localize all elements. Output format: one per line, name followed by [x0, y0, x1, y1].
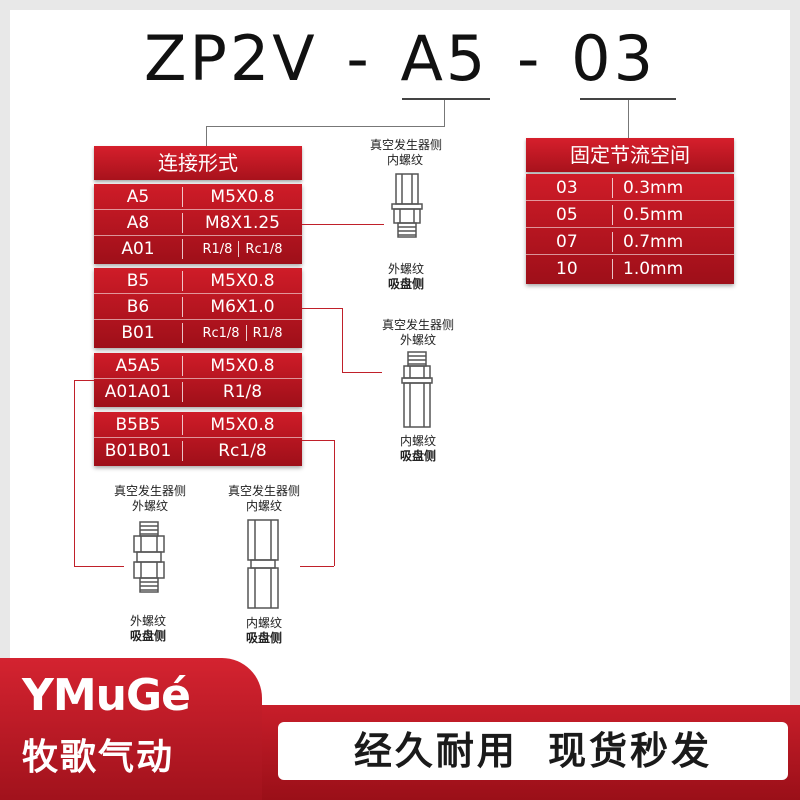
code-cell: B6 [126, 297, 150, 317]
pad-side-label: 外螺纹吸盘侧 [387, 262, 424, 291]
table-row: A5 M5X0.8 [94, 184, 302, 210]
leader-line [74, 566, 124, 567]
thread-cell: M5X0.8 [210, 415, 275, 435]
code-cell: A01 [121, 239, 155, 259]
table-row: B6 M6X1.0 [94, 294, 302, 320]
connection-group-3: A5A5 M5X0.8 A01A01 R1/8 [94, 353, 302, 407]
fitting-icon [133, 521, 165, 593]
model-underline-03 [580, 98, 676, 100]
model-underline-a5 [402, 98, 490, 100]
code-cell: 05 [556, 204, 578, 225]
fitting-icon [247, 519, 279, 609]
thread-cell: Rc1/8 [202, 325, 240, 341]
code-cell: B5 [126, 271, 150, 291]
connection-title: 连接形式 [94, 146, 302, 180]
generator-side-label: 真空发生器侧外螺纹 [113, 484, 186, 513]
connection-group-2: B5 M5X0.8 B6 M6X1.0 B01 Rc1/8 R1/8 [94, 268, 302, 348]
thread-cell: M6X1.0 [210, 297, 275, 317]
connector-line [206, 126, 445, 127]
leader-line [342, 372, 382, 373]
pad-side-label: 内螺纹吸盘侧 [245, 616, 282, 645]
thread-cell: M5X0.8 [210, 271, 275, 291]
table-row: 10 1.0mm [526, 255, 734, 282]
connector-line [206, 126, 207, 148]
connector-line [628, 100, 629, 140]
size-cell: 0.7mm [623, 231, 684, 252]
leader-line [334, 440, 335, 566]
table-row: 05 0.5mm [526, 201, 734, 228]
size-cell: 1.0mm [623, 258, 684, 279]
thread-cell: Rc1/8 [245, 241, 283, 257]
size-cell: 0.3mm [623, 177, 684, 198]
leader-line [74, 380, 94, 381]
pad-side-label: 外螺纹吸盘侧 [129, 614, 166, 643]
thread-cell: R1/8 [222, 382, 263, 402]
leader-line [302, 308, 342, 309]
leader-line [302, 224, 384, 225]
thread-cell: M5X0.8 [210, 356, 275, 376]
fitting-icon [401, 351, 433, 428]
size-cell: 0.5mm [623, 204, 684, 225]
pad-side-label: 内螺纹吸盘侧 [399, 434, 436, 463]
thread-cell: M8X1.25 [205, 213, 280, 233]
thread-cell: Rc1/8 [218, 441, 267, 461]
leader-line [74, 380, 75, 566]
code-cell: A5 [126, 187, 150, 207]
model-number: ZP2V - A5 - 03 [143, 22, 657, 95]
code-cell: 07 [556, 231, 578, 252]
leader-line [342, 308, 343, 372]
table-row: B01 Rc1/8 R1/8 [94, 320, 302, 346]
code-cell: A8 [126, 213, 150, 233]
generator-side-label: 真空发生器侧内螺纹 [370, 138, 443, 167]
table-row: A01 R1/8 Rc1/8 [94, 236, 302, 262]
connection-group-1: A5 M5X0.8 A8 M8X1.25 A01 R1/8 Rc1/8 [94, 184, 302, 264]
code-cell: B5B5 [115, 415, 161, 435]
thread-cell: R1/8 [252, 325, 283, 341]
table-row: B5 M5X0.8 [94, 268, 302, 294]
table-row: 07 0.7mm [526, 228, 734, 255]
code-cell: 03 [556, 177, 578, 198]
leader-line [302, 440, 334, 441]
table-row: A5A5 M5X0.8 [94, 353, 302, 379]
code-cell: A5A5 [115, 356, 161, 376]
code-cell: B01B01 [104, 441, 172, 461]
table-row: A8 M8X1.25 [94, 210, 302, 236]
table-row: A01A01 R1/8 [94, 379, 302, 405]
connector-line [444, 100, 445, 126]
table-row: 03 0.3mm [526, 174, 734, 201]
code-cell: A01A01 [104, 382, 172, 402]
brand-logo: YMuGé [22, 670, 191, 721]
table-row: B01B01 Rc1/8 [94, 438, 302, 464]
code-cell: B01 [121, 323, 155, 343]
thread-cell: R1/8 [202, 241, 233, 257]
slogan: 经久耐用 现货秒发 [278, 722, 788, 780]
fitting-icon [391, 173, 423, 238]
generator-side-label: 真空发生器侧内螺纹 [227, 484, 300, 513]
brand-panel [0, 658, 262, 800]
table-row: B5B5 M5X0.8 [94, 412, 302, 438]
orifice-table: 03 0.3mm 05 0.5mm 07 0.7mm 10 1.0mm [526, 174, 734, 284]
generator-side-label: 真空发生器侧外螺纹 [381, 318, 454, 347]
connection-group-4: B5B5 M5X0.8 B01B01 Rc1/8 [94, 412, 302, 466]
brand-name: 牧歌气动 [22, 737, 175, 778]
thread-cell: M5X0.8 [210, 187, 275, 207]
orifice-title: 固定节流空间 [526, 138, 734, 172]
code-cell: 10 [556, 258, 578, 279]
leader-line [300, 566, 334, 567]
